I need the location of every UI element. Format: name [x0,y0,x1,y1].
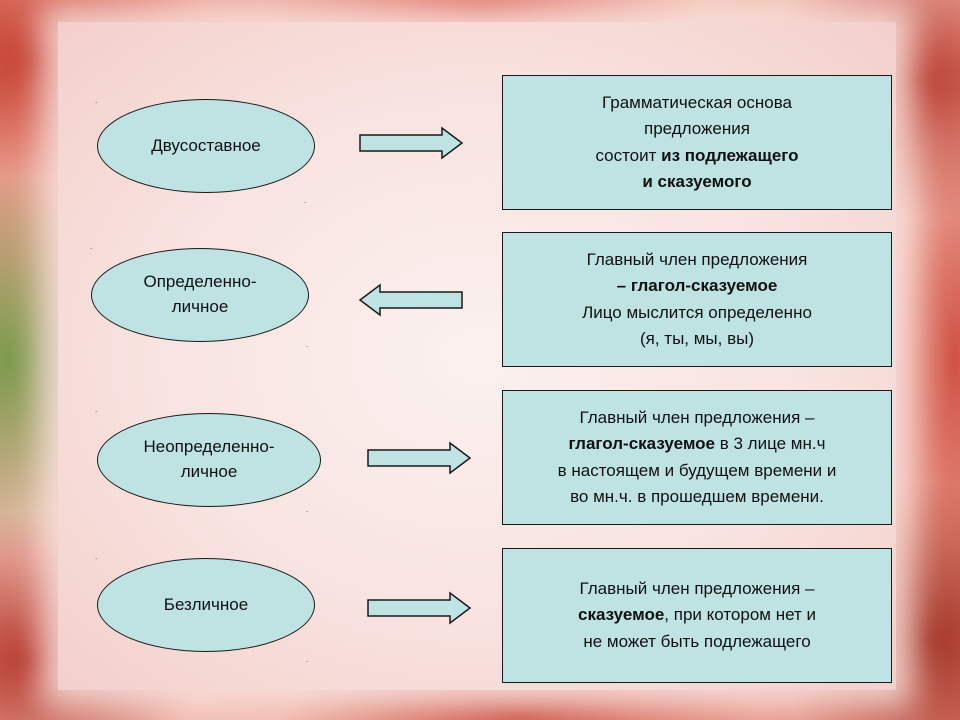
description-box-2: Главный член предложения – глагол-сказуем… [502,232,892,367]
box-line: не может быть подлежащего [583,629,810,655]
box-text: состоит [595,145,662,165]
decor-dot: . [306,340,309,349]
box-line: Лицо мыслится определенно [582,300,812,326]
box-line: глагол-сказуемое в 3 лице мн.ч [569,431,826,457]
box-line: состоит из подлежащего [595,143,798,169]
arrow-left-icon [358,283,463,317]
box-line: Грамматическая основа [602,90,792,116]
description-box-1: Грамматическая основа предложения состоит … [502,75,892,210]
decor-dot: . [306,505,309,514]
decor-dot: . [95,552,98,561]
decor-dot: . [95,96,98,105]
oval-label-line1: Двусоставное [151,135,261,155]
box-text-bold: сказуемое [577,605,665,625]
box-text: в 3 лице мн.ч [715,434,826,454]
oval-label-line2: личное [171,297,229,316]
box-text-bold: – глагол-сказуемое [616,276,778,296]
box-text: Главный член предложения [586,249,808,269]
oval-label-line1: Неопределенно- [143,437,275,457]
box-text: не может быть подлежащего [583,631,811,651]
description-box-4: Главный член предложения – сказуемое, при… [502,548,892,683]
decor-dot: . [95,405,98,414]
box-line: Главный член предложения – [580,405,815,431]
box-line: Главный член предложения – [580,576,815,602]
box-text: в настоящем и будущем времени и [557,460,837,480]
oval-label-line1: Безличное [163,594,249,614]
oval-dvusostavnoe: Двусоставное [97,99,315,193]
box-text-bold: и сказуемого [642,171,752,191]
oval-label-line2: личное [180,462,238,481]
box-line: – глагол-сказуемое [617,273,778,299]
box-text: во мн.ч. в прошедшем времени. [570,486,824,506]
box-line: предложения [644,116,750,142]
box-text: Главный член предложения – [579,407,815,427]
oval-bezlichnoe: Безличное [97,558,315,652]
box-line: Главный член предложения [587,247,808,273]
box-text: предложения [644,119,750,139]
box-text: , при котором нет и [664,605,816,625]
box-text: Главный член предложения – [579,578,815,598]
oval-opredelenno-lichnoe: Определенно- личное [91,248,309,342]
box-text: Лицо мыслится определенно [582,302,812,322]
description-box-3: Главный член предложения – глагол-сказуем… [502,390,892,525]
box-text-bold: глагол-сказуемое [568,434,716,454]
decor-dot: . [304,196,307,205]
box-text-bold: из подлежащего [661,145,799,165]
box-line: (я, ты, мы, вы) [640,326,754,352]
box-text: Грамматическая основа [602,92,792,112]
decor-dot: . [306,655,309,664]
oval-label-line1: Определенно- [143,272,257,292]
box-line: во мн.ч. в прошедшем времени. [570,484,824,510]
box-line: сказуемое, при котором нет и [578,602,816,628]
box-line: в настоящем и будущем времени и [558,458,837,484]
box-line: и сказуемого [642,169,751,195]
arrow-right-icon [367,441,472,475]
arrow-right-icon [367,591,472,625]
oval-neopredelenno-lichnoe: Неопределенно- личное [97,413,321,507]
arrow-right-icon [359,126,464,160]
decor-dot: . [90,242,93,251]
box-text: (я, ты, мы, вы) [639,328,755,348]
